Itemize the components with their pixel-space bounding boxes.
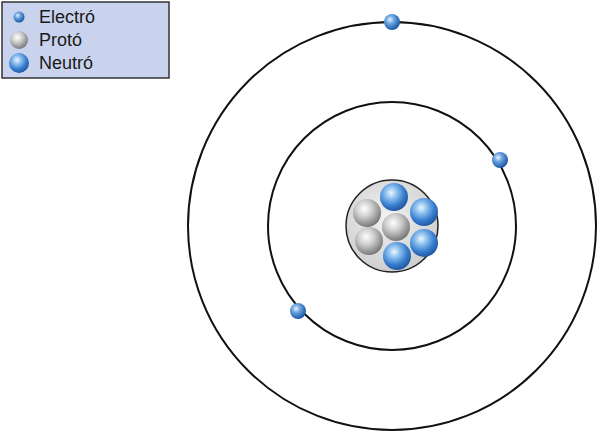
neutron bbox=[410, 229, 438, 257]
electron-sample bbox=[14, 12, 25, 23]
proton bbox=[355, 227, 383, 255]
neutron bbox=[383, 242, 411, 270]
inner-orbit bbox=[268, 102, 516, 350]
outer-orbit bbox=[188, 22, 596, 430]
legend-panel bbox=[2, 2, 169, 78]
proton-sample bbox=[10, 31, 28, 49]
proton bbox=[382, 213, 410, 241]
legend-label: Protó bbox=[39, 29, 82, 51]
proton bbox=[353, 199, 381, 227]
legend-label: Electró bbox=[39, 6, 95, 28]
electron bbox=[290, 303, 306, 319]
electron bbox=[384, 14, 400, 30]
nucleus bbox=[346, 180, 438, 272]
neutron bbox=[410, 198, 438, 226]
legend-label: Neutró bbox=[39, 52, 93, 74]
electron bbox=[492, 152, 508, 168]
neutron bbox=[380, 183, 408, 211]
neutron-sample bbox=[9, 53, 29, 73]
